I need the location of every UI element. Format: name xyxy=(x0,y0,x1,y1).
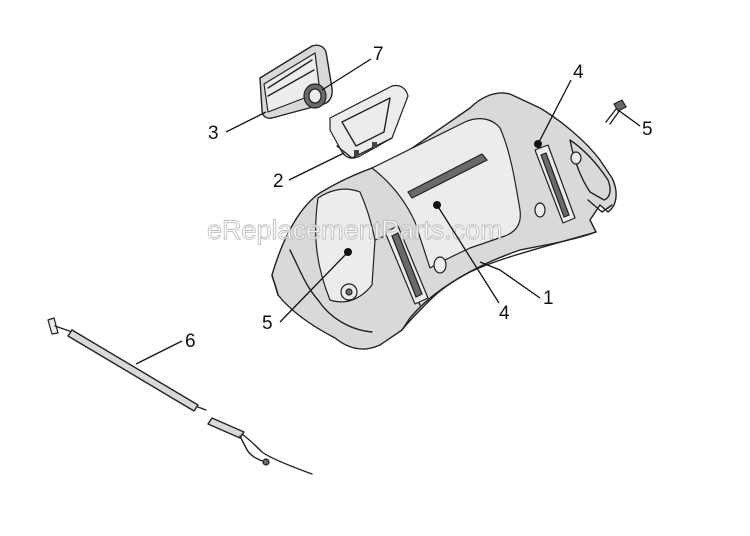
callout-6: 6 xyxy=(185,331,196,352)
callout-3: 3 xyxy=(208,123,219,144)
part-5-screw xyxy=(605,99,627,125)
part-6-cable xyxy=(47,317,313,475)
leader-3 xyxy=(225,111,267,133)
leader-5-right xyxy=(617,109,641,127)
leader-5-left xyxy=(279,251,349,323)
leader-lines xyxy=(135,58,641,365)
watermark-text: eReplacementParts.com xyxy=(207,215,503,245)
part-2-frame xyxy=(329,84,409,159)
callout-4-right: 4 xyxy=(573,62,584,83)
part-3-cap xyxy=(259,44,333,119)
part-7-knob xyxy=(303,83,327,109)
leader-6 xyxy=(135,340,183,365)
callout-2: 2 xyxy=(273,171,284,192)
leader-4-right xyxy=(537,79,572,145)
leader-7 xyxy=(321,58,372,91)
callout-numbers: 7 3 2 4 5 1 4 5 6 xyxy=(185,44,653,352)
part-1-housing xyxy=(271,92,617,350)
leader-4-center xyxy=(436,204,500,304)
callout-5-right: 5 xyxy=(642,119,653,140)
callout-5-left: 5 xyxy=(262,313,273,334)
leader-2 xyxy=(288,152,345,181)
callout-7: 7 xyxy=(373,44,384,65)
callout-1: 1 xyxy=(543,288,554,309)
callout-4-center: 4 xyxy=(499,303,510,324)
leader-1 xyxy=(479,261,541,299)
